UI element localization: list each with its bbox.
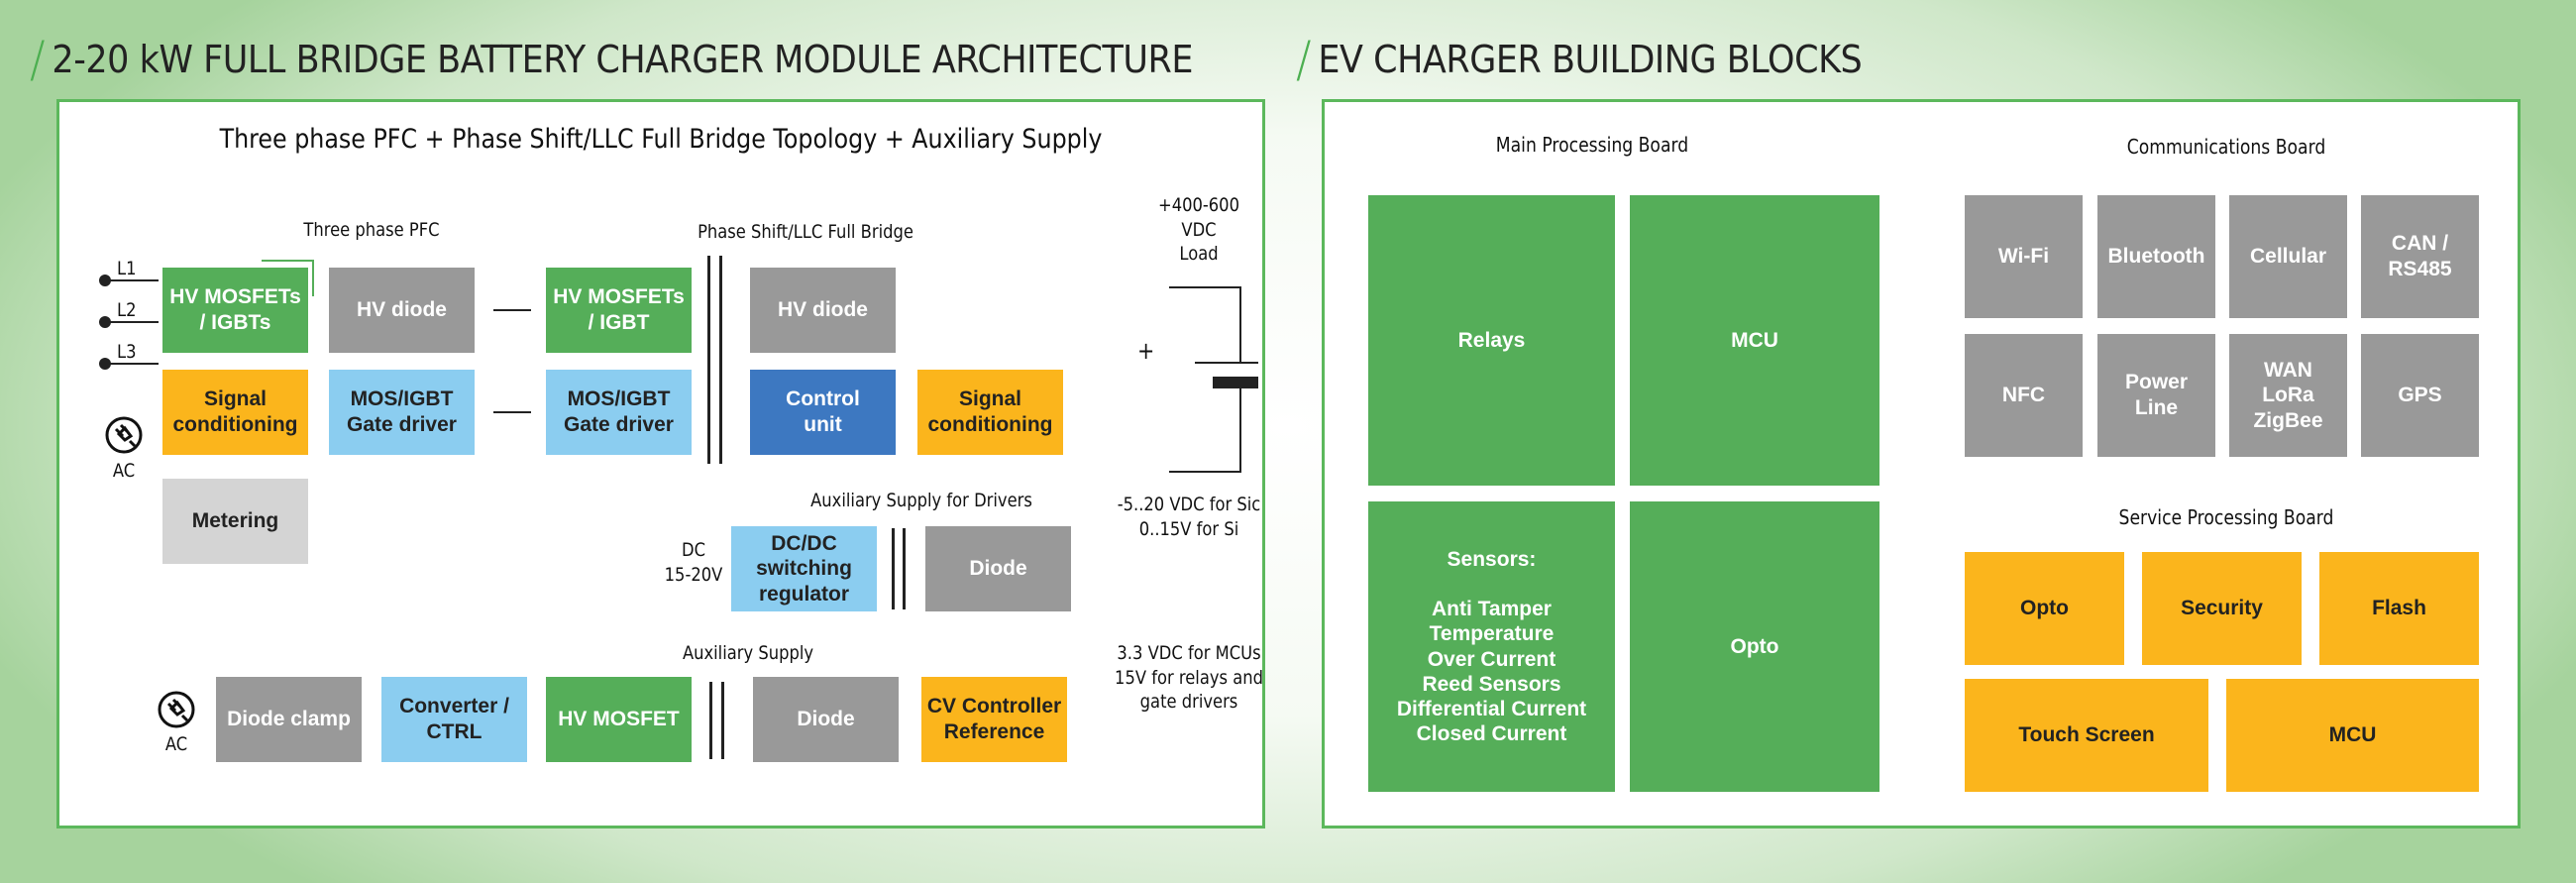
power-line-block: Power Line bbox=[2097, 334, 2215, 457]
transformer-line-right bbox=[719, 256, 722, 464]
service-board-title: Service Processing Board bbox=[2118, 505, 2334, 529]
l3-label: L3 bbox=[117, 341, 137, 363]
isolation-line-right bbox=[721, 682, 724, 759]
flash-block: Flash bbox=[2319, 552, 2479, 665]
ac-plug-icon bbox=[158, 691, 195, 728]
bluetooth-block: Bluetooth bbox=[2097, 195, 2215, 318]
service-opto-block: Opto bbox=[1965, 552, 2124, 665]
main-opto-block: Opto bbox=[1630, 501, 1879, 792]
left-heading: / 2-20 kW FULL BRIDGE BATTERY CHARGER MO… bbox=[30, 30, 1193, 89]
battery-symbol-icon bbox=[1169, 286, 1258, 473]
three-phase-input-lines-icon bbox=[99, 275, 159, 370]
relays-block: Relays bbox=[1368, 195, 1615, 486]
corner-connector-icon bbox=[262, 260, 314, 296]
ac-label-2: AC bbox=[164, 733, 188, 755]
diode-block-1: Diode bbox=[925, 526, 1071, 611]
isolation-line-left bbox=[709, 682, 712, 759]
sensors-block: Sensors: Anti Tamper Temperature Over Cu… bbox=[1368, 501, 1615, 792]
control-unit-block: Control unit bbox=[750, 370, 896, 455]
wan-lora-zigbee-block: WAN LoRa ZigBee bbox=[2229, 334, 2347, 457]
converter-ctrl-block: Converter / CTRL bbox=[381, 677, 527, 762]
vdc-sic-label: -5..20 VDC for Sic 0..15V for Si bbox=[1117, 494, 1261, 540]
main-mcu-block: MCU bbox=[1630, 195, 1879, 486]
signal-conditioning-block-1: Signal conditioning bbox=[162, 370, 308, 455]
hv-mosfets-igbt-block: HV MOSFETs / IGBT bbox=[546, 268, 692, 353]
mcu-supply-label: 3.3 VDC for MCUs 15V for relays and gate… bbox=[1115, 642, 1263, 714]
dcdc-regulator-block: DC/DC switching regulator bbox=[731, 526, 877, 611]
hv-mosfet-block: HV MOSFET bbox=[546, 677, 692, 762]
load-label: +400-600 VDC Load bbox=[1158, 194, 1239, 266]
aux-drivers-label: Auxiliary Supply for Drivers bbox=[810, 490, 1032, 511]
gate-driver-block-2: MOS/IGBT Gate driver bbox=[546, 370, 692, 455]
main-board-title: Main Processing Board bbox=[1495, 133, 1689, 157]
dc-input-label: DC 15-20V bbox=[664, 539, 723, 586]
connector-line bbox=[493, 309, 531, 311]
gps-block: GPS bbox=[2361, 334, 2479, 457]
cellular-block: Cellular bbox=[2229, 195, 2347, 318]
signal-conditioning-block-2: Signal conditioning bbox=[917, 370, 1063, 455]
slash-accent-icon: / bbox=[1296, 31, 1312, 88]
architecture-panel: Three phase PFC + Phase Shift/LLC Full B… bbox=[56, 99, 1265, 828]
isolation-line-left bbox=[892, 528, 895, 609]
nfc-block: NFC bbox=[1965, 334, 2083, 457]
ac-plug-icon bbox=[105, 416, 143, 454]
wifi-block: Wi-Fi bbox=[1965, 195, 2083, 318]
hv-diode-block-1: HV diode bbox=[329, 268, 475, 353]
diode-clamp-block: Diode clamp bbox=[216, 677, 362, 762]
right-heading: / EV CHARGER BUILDING BLOCKS bbox=[1296, 30, 1863, 89]
pfc-label: Three phase PFC bbox=[303, 219, 440, 241]
hv-diode-block-2: HV diode bbox=[750, 268, 896, 353]
gate-driver-block-1: MOS/IGBT Gate driver bbox=[329, 370, 475, 455]
left-heading-text: 2-20 kW FULL BRIDGE BATTERY CHARGER MODU… bbox=[52, 38, 1193, 81]
right-heading-text: EV CHARGER BUILDING BLOCKS bbox=[1318, 38, 1863, 81]
service-mcu-block: MCU bbox=[2226, 679, 2479, 792]
transformer-line-left bbox=[707, 256, 710, 464]
l1-label: L1 bbox=[117, 258, 137, 279]
architecture-title: Three phase PFC + Phase Shift/LLC Full B… bbox=[219, 124, 1103, 155]
can-rs485-block: CAN / RS485 bbox=[2361, 195, 2479, 318]
full-bridge-label: Phase Shift/LLC Full Bridge bbox=[698, 221, 913, 243]
slash-accent-icon: / bbox=[30, 31, 46, 88]
hv-mosfets-igbts-block: HV MOSFETs / IGBTs bbox=[162, 268, 308, 353]
isolation-line-right bbox=[903, 528, 906, 609]
connector-line bbox=[493, 411, 531, 413]
l2-label: L2 bbox=[117, 299, 137, 321]
metering-block: Metering bbox=[162, 479, 308, 564]
aux-label: Auxiliary Supply bbox=[682, 642, 814, 664]
ac-label-1: AC bbox=[112, 460, 136, 482]
plus-sign: + bbox=[1137, 337, 1155, 365]
security-block: Security bbox=[2142, 552, 2302, 665]
diode-block-2: Diode bbox=[753, 677, 899, 762]
building-blocks-panel: Main Processing Board Communications Boa… bbox=[1322, 99, 2521, 828]
comm-board-title: Communications Board bbox=[2126, 135, 2326, 159]
cv-controller-block: CV Controller Reference bbox=[921, 677, 1067, 762]
touch-screen-block: Touch Screen bbox=[1965, 679, 2208, 792]
